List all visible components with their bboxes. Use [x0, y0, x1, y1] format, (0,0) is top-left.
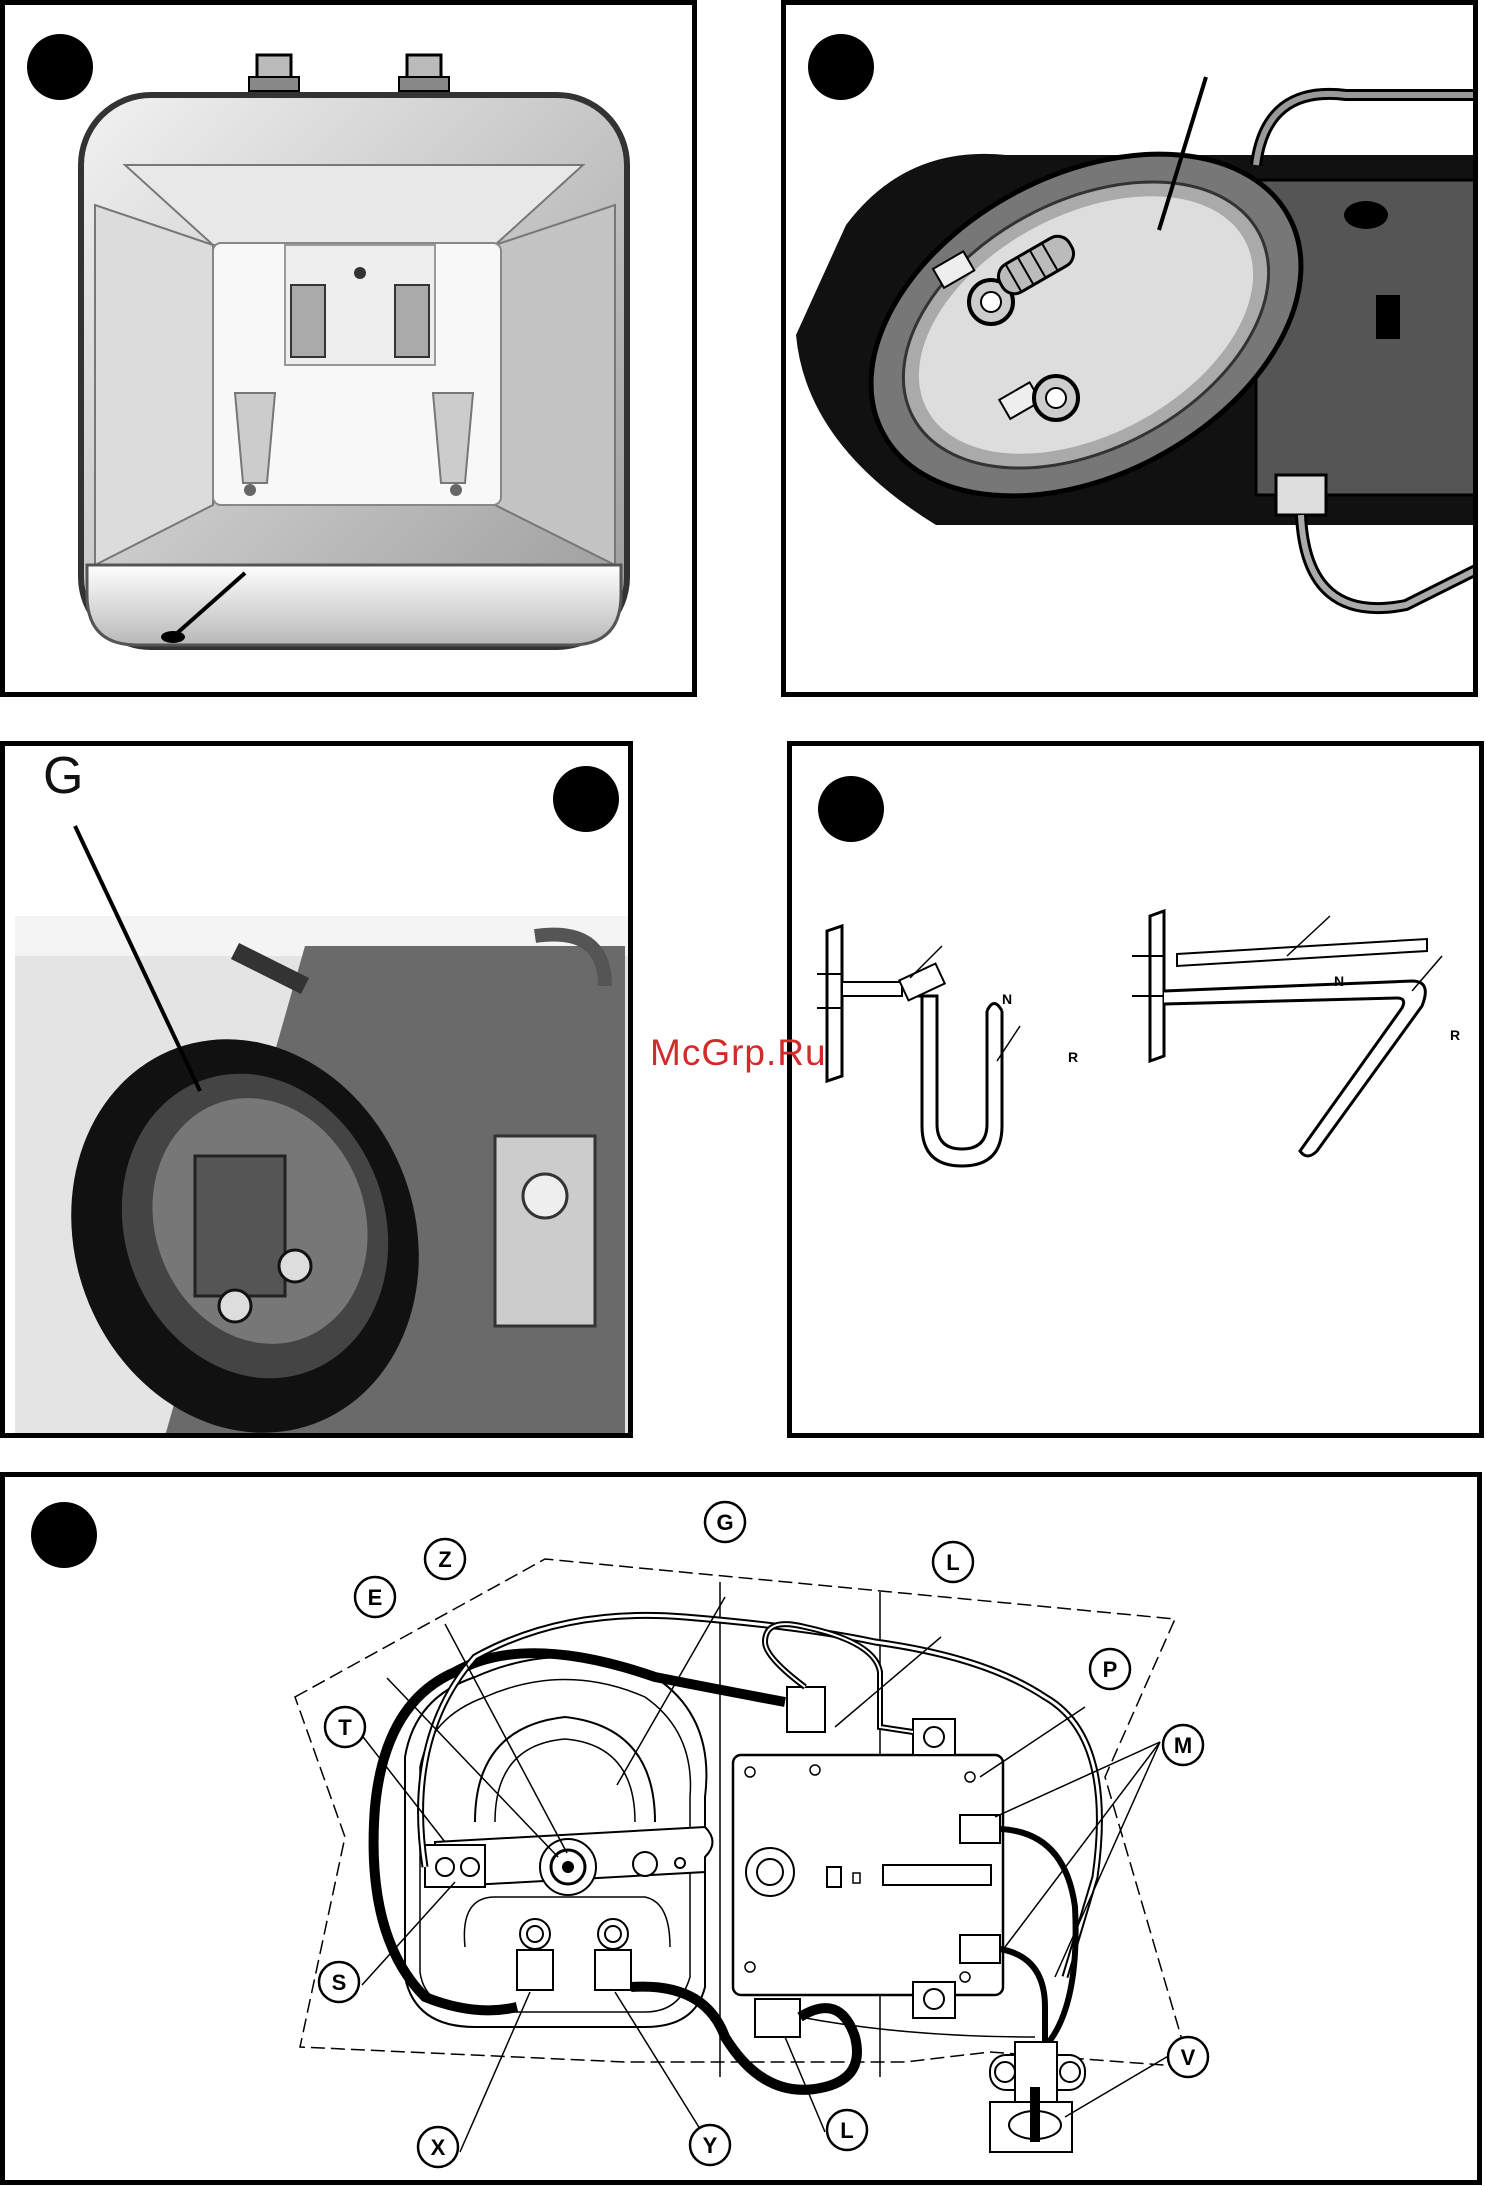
label-r-right: R — [1450, 1027, 1460, 1043]
panel-5-wiring-diagram: G Z E L P T M S V X Y L — [0, 1472, 1482, 2185]
callout-l: L — [827, 2110, 867, 2150]
callout-label: V — [1181, 2045, 1196, 2070]
callout-m: M — [1163, 1725, 1203, 1765]
callout-label: L — [840, 2118, 853, 2143]
callout-label: E — [368, 1585, 383, 1610]
callout-label: S — [332, 1970, 347, 1995]
watermark-text: McGrp.Ru — [650, 1032, 827, 1074]
photo-element-illustration — [5, 746, 633, 1438]
callout-z: Z — [425, 1539, 465, 1579]
panel-4-element-shapes: N R N R — [787, 741, 1484, 1438]
callout-label: Z — [438, 1547, 451, 1572]
callout-e: E — [355, 1577, 395, 1617]
panel-2-flange-closeup — [781, 0, 1478, 697]
callout-p: P — [1090, 1649, 1130, 1689]
flange-illustration — [786, 5, 1478, 697]
callout-v: V — [1168, 2037, 1208, 2077]
callout-g: G — [705, 1502, 745, 1542]
callout-x: X — [418, 2127, 458, 2167]
callout-s: S — [319, 1962, 359, 2002]
callout-label: X — [431, 2135, 446, 2160]
callout-label: L — [946, 1550, 959, 1575]
callout-t: T — [325, 1707, 365, 1747]
panel-3-photo-element: G — [0, 741, 633, 1438]
callout-y: Y — [690, 2125, 730, 2165]
callout-l: L — [933, 1542, 973, 1582]
callout-label: M — [1174, 1733, 1192, 1758]
label-r-left: R — [1068, 1049, 1078, 1065]
element-shapes-illustration — [792, 746, 1484, 1438]
panel-1-heater-front — [0, 0, 697, 697]
callout-label: Y — [703, 2133, 718, 2158]
heater-front-illustration — [5, 5, 697, 697]
callout-label: T — [338, 1715, 352, 1740]
callout-label: P — [1103, 1657, 1118, 1682]
callout-label: G — [716, 1510, 733, 1535]
label-n-right: N — [1334, 973, 1344, 989]
label-n-left: N — [1002, 991, 1012, 1007]
wiring-diagram-illustration: G Z E L P T M S V X Y L — [5, 1477, 1482, 2185]
